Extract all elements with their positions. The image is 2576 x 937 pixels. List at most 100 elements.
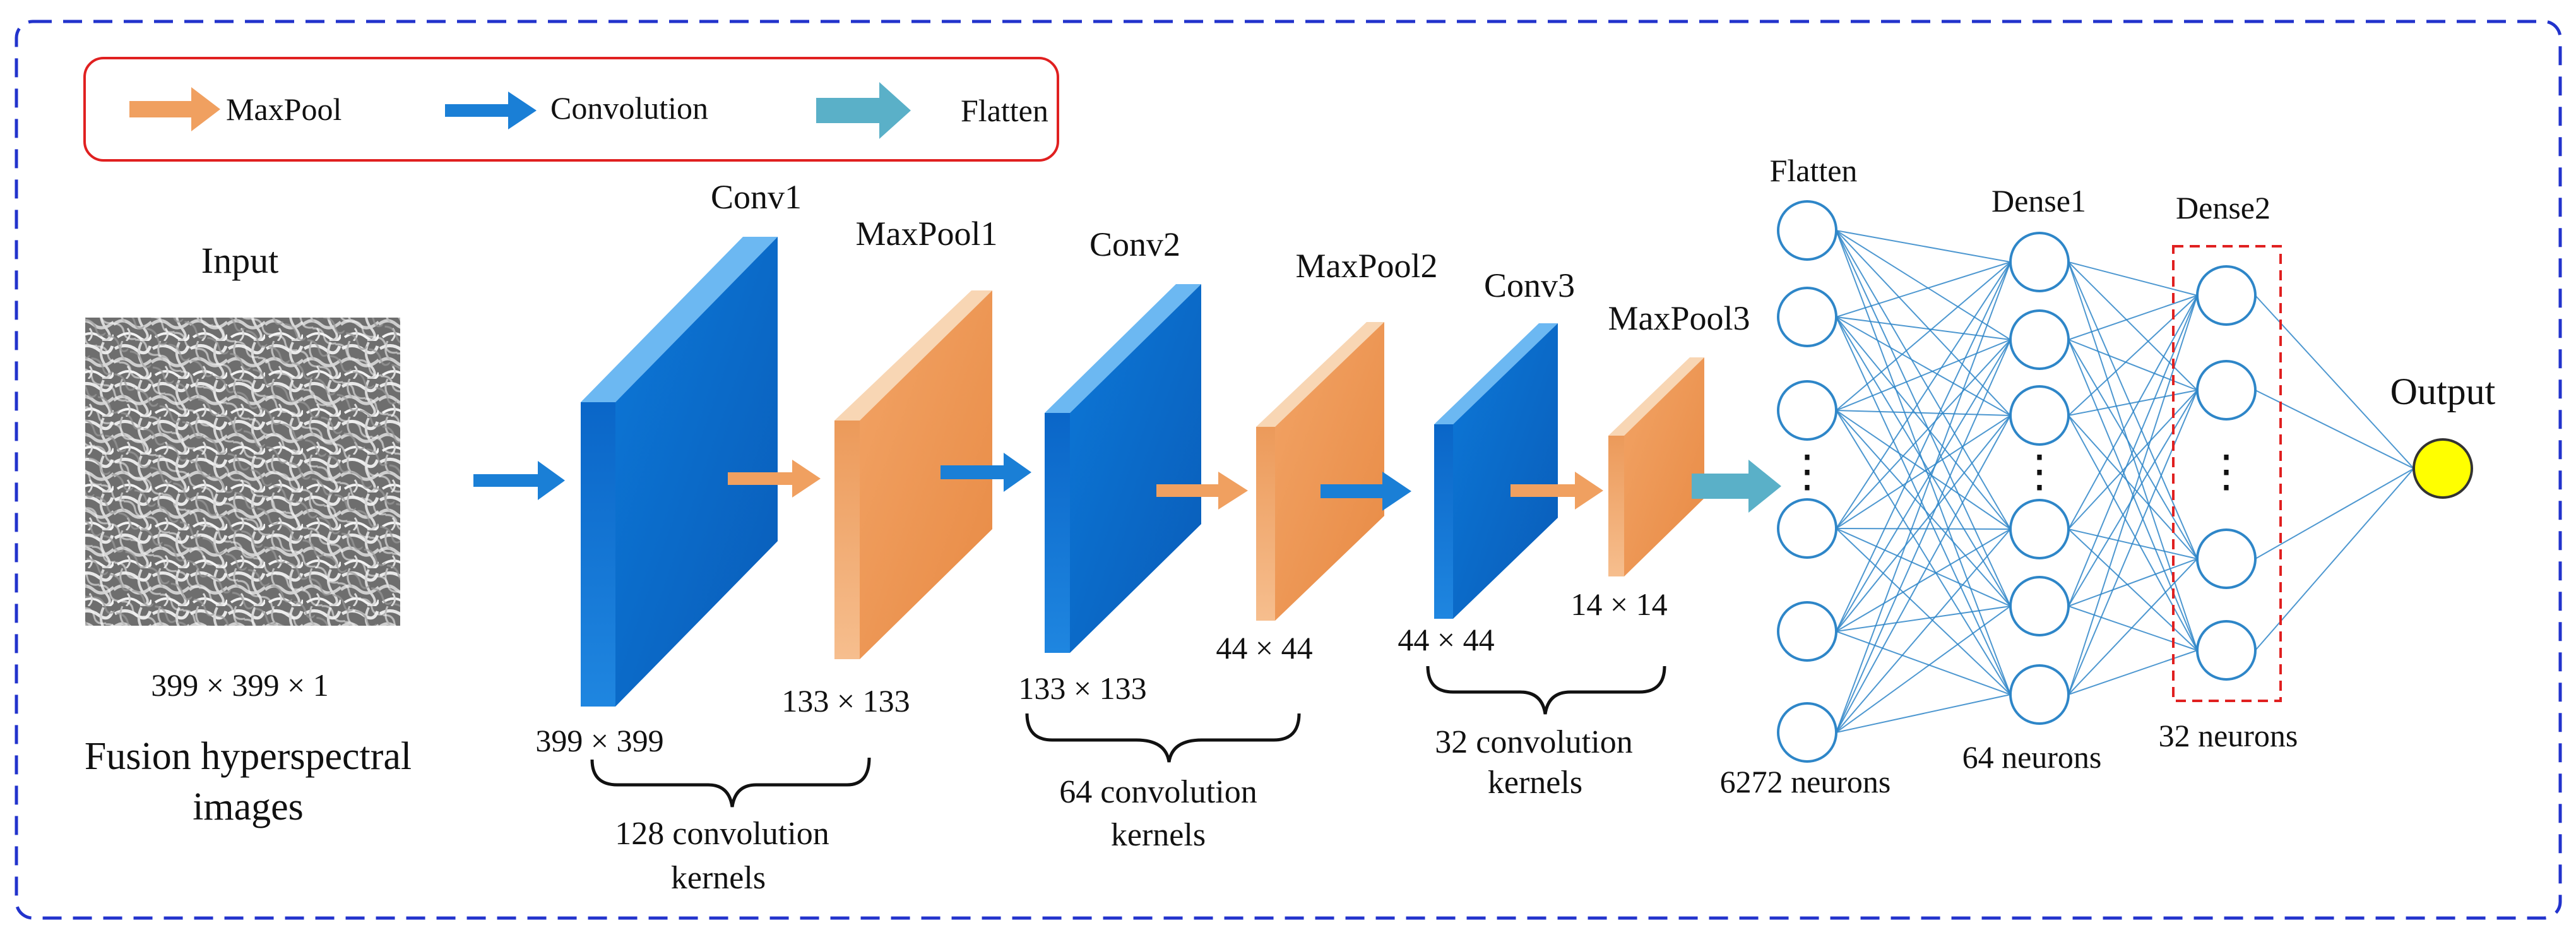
connection-dense2-4-to-output-1 [2255, 468, 2414, 651]
conv3-front-face [1434, 424, 1453, 619]
connection-flatten-3-to-dense1-6 [1836, 410, 2011, 695]
connection-dense1-5-to-dense2-2 [2068, 390, 2198, 607]
conv3-title: Conv3 [1484, 266, 1575, 304]
maxpool1-block: MaxPool1 133 × 133 [781, 215, 997, 719]
convolution-arrow-icon [473, 461, 565, 500]
connection-flatten-6-to-dense1-2 [1836, 339, 2011, 733]
connection-dense1-3-to-dense2-3 [2068, 415, 2198, 559]
flatten-arrow-icon [1692, 460, 1781, 513]
connection-flatten-3-to-dense1-4 [1836, 410, 2011, 530]
flatten-layer-title: Flatten [1770, 153, 1858, 188]
connection-dense1-1-to-dense2-3 [2068, 261, 2198, 559]
connection-flatten-4-to-dense1-3 [1836, 415, 2011, 529]
connection-flatten-1-to-dense1-2 [1836, 230, 2011, 340]
convolution-arrow-icon [1321, 472, 1411, 511]
maxpool2-front-face [1256, 427, 1275, 621]
maxpool1-title: MaxPool1 [855, 215, 997, 253]
connection-dense1-1-to-dense2-1 [2068, 261, 2198, 296]
kernel-brace-group-1: 128 convolution kernels [590, 757, 871, 896]
conv1-block: Conv1 399 × 399 [535, 178, 802, 758]
connection-dense1-4-to-dense2-1 [2068, 295, 2198, 530]
maxpool-arrow-icon [129, 87, 220, 131]
conv2-top-face [1045, 284, 1201, 413]
input-caption-line2: images [193, 785, 304, 828]
dense1-neuron-1 [2009, 232, 2070, 292]
flatten-neuron-4 [1777, 498, 1837, 559]
kernel-brace-3 [1426, 665, 1666, 715]
kernel-group-1-line2: kernels [671, 860, 766, 896]
maxpool2-side-face [1275, 322, 1384, 621]
maxpool2-size: 44 × 44 [1216, 630, 1312, 665]
dense-connections [1836, 230, 2414, 733]
dense-neurons [1777, 200, 2473, 763]
conv1-size: 399 × 399 [535, 723, 663, 758]
connection-flatten-6-to-dense1-3 [1836, 415, 2011, 733]
kernel-group-2-line2: kernels [1111, 817, 1206, 853]
connection-dense1-6-to-dense2-2 [2068, 390, 2198, 695]
connection-flatten-5-to-dense1-3 [1836, 415, 2011, 632]
connection-dense1-1-to-dense2-2 [2068, 261, 2198, 391]
dense2-neuron-4 [2196, 620, 2257, 681]
connection-dense1-6-to-dense2-1 [2068, 295, 2198, 695]
dense2-neurons-label: 32 neurons [2159, 718, 2298, 753]
conv3-size: 44 × 44 [1398, 622, 1494, 657]
input-title: Input [201, 240, 278, 281]
connection-flatten-4-to-dense1-2 [1836, 339, 2011, 529]
dense2-title: Dense2 [2176, 190, 2270, 225]
conv1-side-face [615, 237, 778, 707]
connection-flatten-5-to-dense1-4 [1836, 528, 2011, 632]
maxpool-arrow-icon [1511, 472, 1603, 510]
connection-flatten-2-to-dense1-1 [1836, 261, 2011, 318]
connection-flatten-3-to-dense1-5 [1836, 410, 2011, 607]
connection-flatten-2-to-dense1-6 [1836, 316, 2011, 695]
connection-dense2-3-to-output-1 [2255, 468, 2414, 559]
flatten-ellipsis: ⋮ [1785, 448, 1829, 496]
connection-flatten-4-to-dense1-5 [1836, 528, 2011, 607]
connection-flatten-1-to-dense1-1 [1836, 230, 2011, 263]
dense2-ellipsis: ⋮ [2204, 448, 2248, 496]
dense-network: ⋮ ⋮ ⋮ Flatten Dense1 Dense2 Output 6272 … [1720, 153, 2496, 799]
conv2-block: Conv2 133 × 133 [1018, 225, 1201, 706]
dense2-neuron-2 [2196, 360, 2257, 421]
connection-dense1-6-to-dense2-3 [2068, 558, 2198, 695]
flatten-neuron-6 [1777, 702, 1837, 763]
maxpool3-front-face [1608, 436, 1624, 576]
legend-box [83, 57, 1059, 162]
connection-flatten-1-to-dense1-4 [1836, 230, 2011, 530]
connection-dense1-2-to-dense2-2 [2068, 339, 2198, 391]
dense1-neuron-2 [2009, 309, 2070, 370]
outer-frame [15, 20, 2562, 920]
maxpool-arrow-icon [728, 460, 821, 498]
kernel-group-3-line2: kernels [1488, 765, 1582, 801]
flatten-neurons-label: 6272 neurons [1720, 764, 1891, 799]
conv2-size: 133 × 133 [1018, 671, 1146, 706]
connection-flatten-3-to-dense1-3 [1836, 410, 2011, 416]
kernel-brace-1 [590, 757, 871, 808]
kernel-group-2-line1: 64 convolution [1059, 774, 1257, 810]
legend-convolution-label: Convolution [550, 90, 708, 126]
dense1-neuron-3 [2009, 385, 2070, 446]
flatten-arrow-icon [816, 82, 911, 139]
maxpool2-top-face [1256, 322, 1384, 427]
connection-dense1-5-to-dense2-3 [2068, 558, 2198, 607]
connection-dense1-5-to-dense2-4 [2068, 606, 2198, 651]
connection-flatten-4-to-dense1-1 [1836, 261, 2011, 529]
dense1-neuron-4 [2009, 499, 2070, 559]
flatten-neuron-2 [1777, 287, 1837, 347]
maxpool3-size: 14 × 14 [1570, 587, 1667, 622]
kernel-group-3-line1: 32 convolution [1435, 724, 1632, 760]
connection-flatten-6-to-dense1-4 [1836, 528, 2011, 733]
connection-dense1-4-to-dense2-4 [2068, 528, 2198, 651]
dense1-title: Dense1 [1991, 183, 2086, 218]
connection-flatten-3-to-dense1-1 [1836, 261, 2011, 411]
input-caption-line1: Fusion hyperspectral [85, 735, 412, 778]
dense2-neuron-3 [2196, 528, 2257, 589]
connection-flatten-6-to-dense1-6 [1836, 694, 2011, 733]
maxpool3-top-face [1608, 357, 1704, 436]
kernel-brace-group-3: 32 convolution kernels [1426, 665, 1666, 801]
maxpool2-title: MaxPool2 [1295, 247, 1437, 285]
input-image-texture [85, 318, 400, 626]
output-neuron-1 [2413, 438, 2473, 499]
maxpool1-top-face [834, 290, 992, 421]
